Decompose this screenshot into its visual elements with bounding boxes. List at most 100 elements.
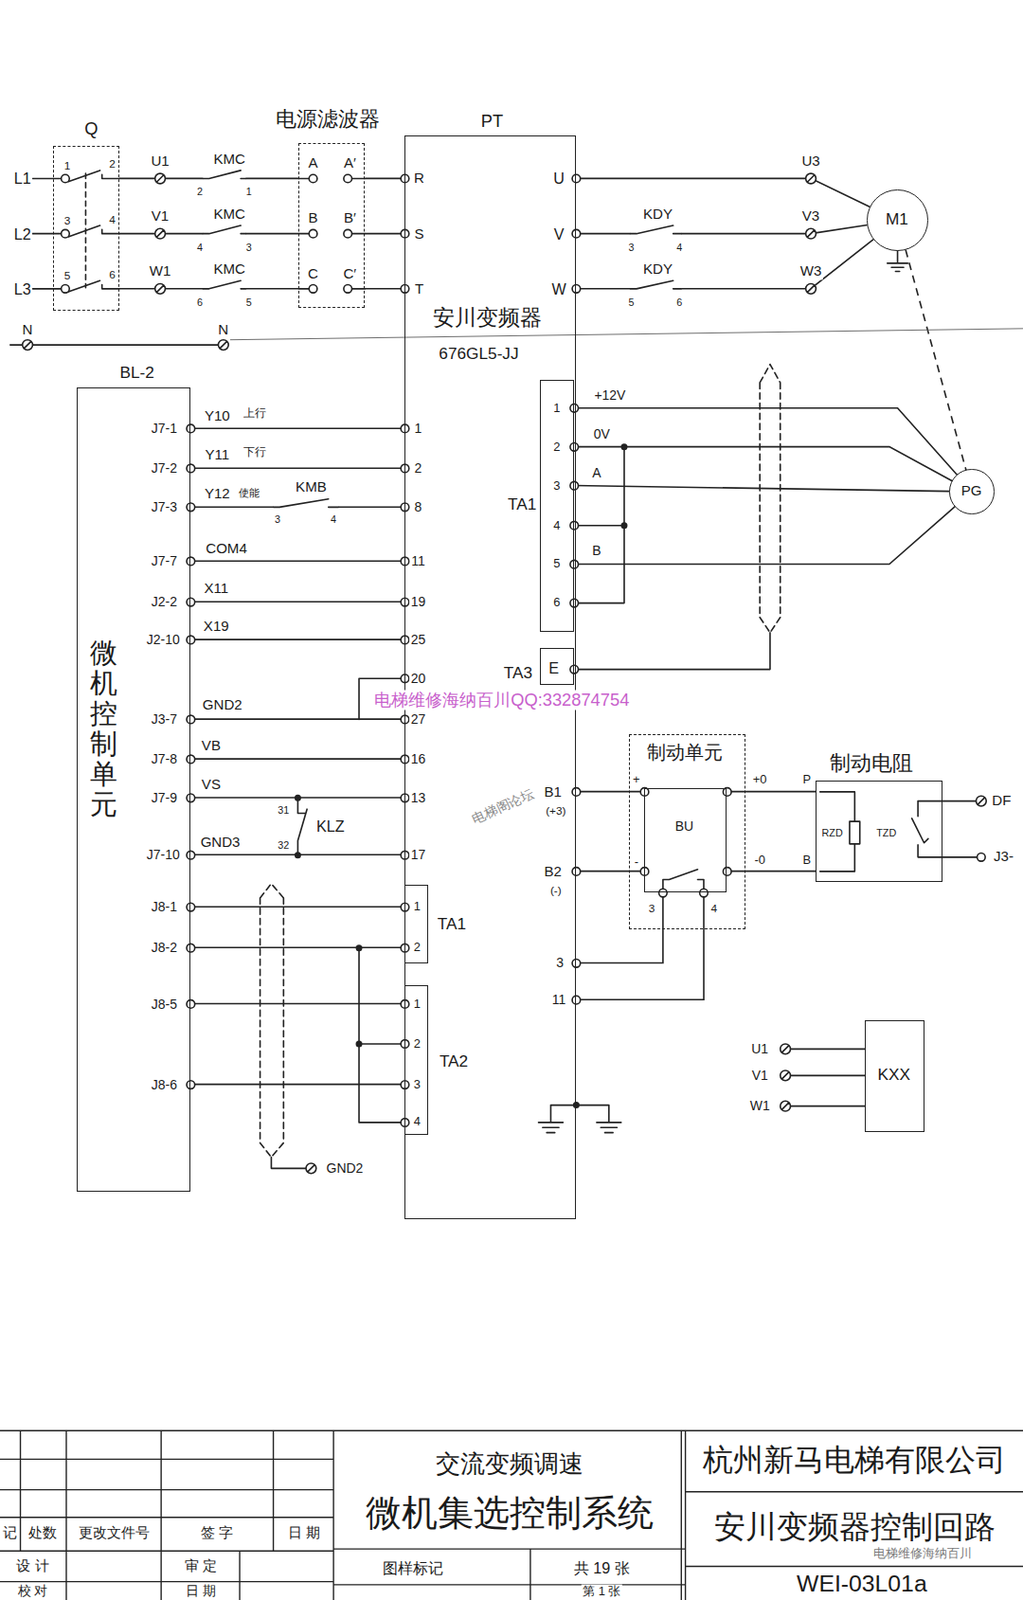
pin-number: 20	[410, 670, 428, 686]
wire	[726, 790, 816, 793]
component-box: KXX	[864, 1020, 924, 1132]
inverter-box: PT安川变频器676GL5-JJTA1TA3ETA1TA2	[404, 135, 576, 1220]
pin-number: 3	[273, 513, 282, 525]
node-text: 微机控制单元	[89, 637, 118, 820]
node-text: 676GL5-JJ	[438, 344, 519, 364]
wire	[190, 1083, 405, 1086]
title-text: 杭州新马电梯有限公司	[701, 1442, 1007, 1478]
wire	[190, 466, 405, 469]
title-text: WEI-03L01a	[795, 1570, 929, 1598]
table-cell-text: 校 对	[17, 1582, 50, 1598]
wire	[726, 870, 816, 873]
pin-number: 3	[552, 478, 561, 493]
pin-number: 6	[552, 595, 561, 611]
wire	[365, 287, 406, 290]
pin-number: 2	[552, 439, 561, 454]
pin-number: 25	[410, 631, 428, 647]
table-cell-text: 更改文件号	[77, 1525, 151, 1542]
pin-number: 2	[412, 940, 422, 955]
terminal-block: TA1	[539, 379, 575, 632]
terminal-label: DF	[990, 792, 1012, 809]
terminal-label: C′	[341, 265, 358, 282]
pin-number: J2-10	[145, 631, 181, 647]
terminal-label: (-)	[549, 884, 563, 898]
pin-number: 19	[410, 593, 428, 610]
wire	[575, 178, 870, 207]
pin-number: 3	[63, 215, 72, 229]
wire	[574, 447, 953, 482]
pin-number: 4	[412, 1114, 422, 1130]
signal-name: VB	[200, 736, 222, 754]
pin-number: 3	[555, 954, 565, 970]
terminal-label: B2	[542, 862, 562, 880]
node-label: TA1	[507, 495, 537, 515]
pin-number: 5	[63, 269, 72, 284]
wire	[574, 506, 956, 565]
title-text: 交流变频调速	[434, 1450, 585, 1479]
node-label: PT	[481, 110, 503, 131]
node-label: BU	[675, 818, 694, 834]
terminal-label: W1	[749, 1097, 772, 1113]
pin-number: 2	[107, 159, 117, 173]
title-text: 安川变频器控制回路	[713, 1508, 997, 1545]
pin-number: 1	[413, 420, 424, 436]
pin-number: 1	[412, 899, 422, 915]
pin-number: 6	[196, 296, 204, 308]
pin-number: 1	[245, 185, 253, 198]
breaker-link	[85, 173, 88, 288]
part-name: KDY	[642, 205, 674, 222]
signal-name: COM4	[204, 540, 249, 557]
terminal-circle	[61, 174, 987, 1127]
pin-number: J8-5	[150, 995, 179, 1011]
signal-name: 下行	[242, 446, 268, 460]
pin-number: 4	[107, 214, 117, 228]
node-label: PG	[961, 483, 983, 500]
resistor-symbol	[849, 821, 861, 844]
pin-number: 5	[552, 556, 561, 572]
signal-name: GND3	[199, 834, 242, 851]
pin-number: 4	[675, 240, 683, 252]
title-block-grid	[0, 1430, 1023, 1600]
table-cell-text: 共 19 张	[573, 1559, 631, 1578]
terminal-label: A	[307, 155, 320, 172]
pin-number: 1	[552, 400, 561, 415]
pin-number: -	[633, 854, 640, 869]
pin-number: J7-3	[150, 499, 179, 515]
terminal-block: TA3E	[539, 647, 575, 685]
node-text: 安川变频器	[432, 305, 542, 331]
table-cell-text: 签 字	[199, 1525, 234, 1542]
title-text: 微机集选控制系统	[364, 1492, 655, 1534]
terminal-label: B1	[542, 783, 562, 800]
pin-number: 13	[410, 789, 428, 806]
terminal-label: L1	[13, 169, 33, 188]
terminal-label: W3	[799, 263, 824, 280]
shielded-cable	[260, 364, 781, 1158]
wire	[905, 250, 967, 471]
wire	[575, 892, 704, 1001]
pin-number: 3	[647, 903, 657, 917]
node-label: 制动单元	[646, 740, 723, 764]
pin-number: J7-9	[150, 789, 179, 806]
terminal-label: U1	[149, 152, 170, 169]
pin-number: 11	[410, 553, 427, 569]
brake-module: BU	[644, 788, 727, 893]
pin-number: J8-1	[150, 898, 179, 915]
part-name: RZD	[821, 825, 844, 838]
signal-name: A	[591, 464, 602, 480]
terminal-label: P	[801, 771, 812, 787]
terminal-label: -0	[753, 852, 766, 867]
pin-number: 3	[412, 1076, 422, 1092]
pin-number: 6	[675, 296, 683, 308]
pin-number: J7-7	[150, 553, 179, 569]
table-cell-text: 日 期	[287, 1525, 322, 1542]
wire	[190, 757, 405, 760]
wire	[190, 1003, 405, 1006]
signal-name: VS	[200, 775, 222, 792]
wire	[365, 178, 406, 180]
part-name: TZD	[875, 825, 898, 838]
encoder-symbol: PG	[949, 468, 994, 514]
terminal-symbol	[22, 173, 988, 1174]
signal-name: +12V	[592, 387, 627, 403]
node-label: TA3	[503, 664, 533, 683]
